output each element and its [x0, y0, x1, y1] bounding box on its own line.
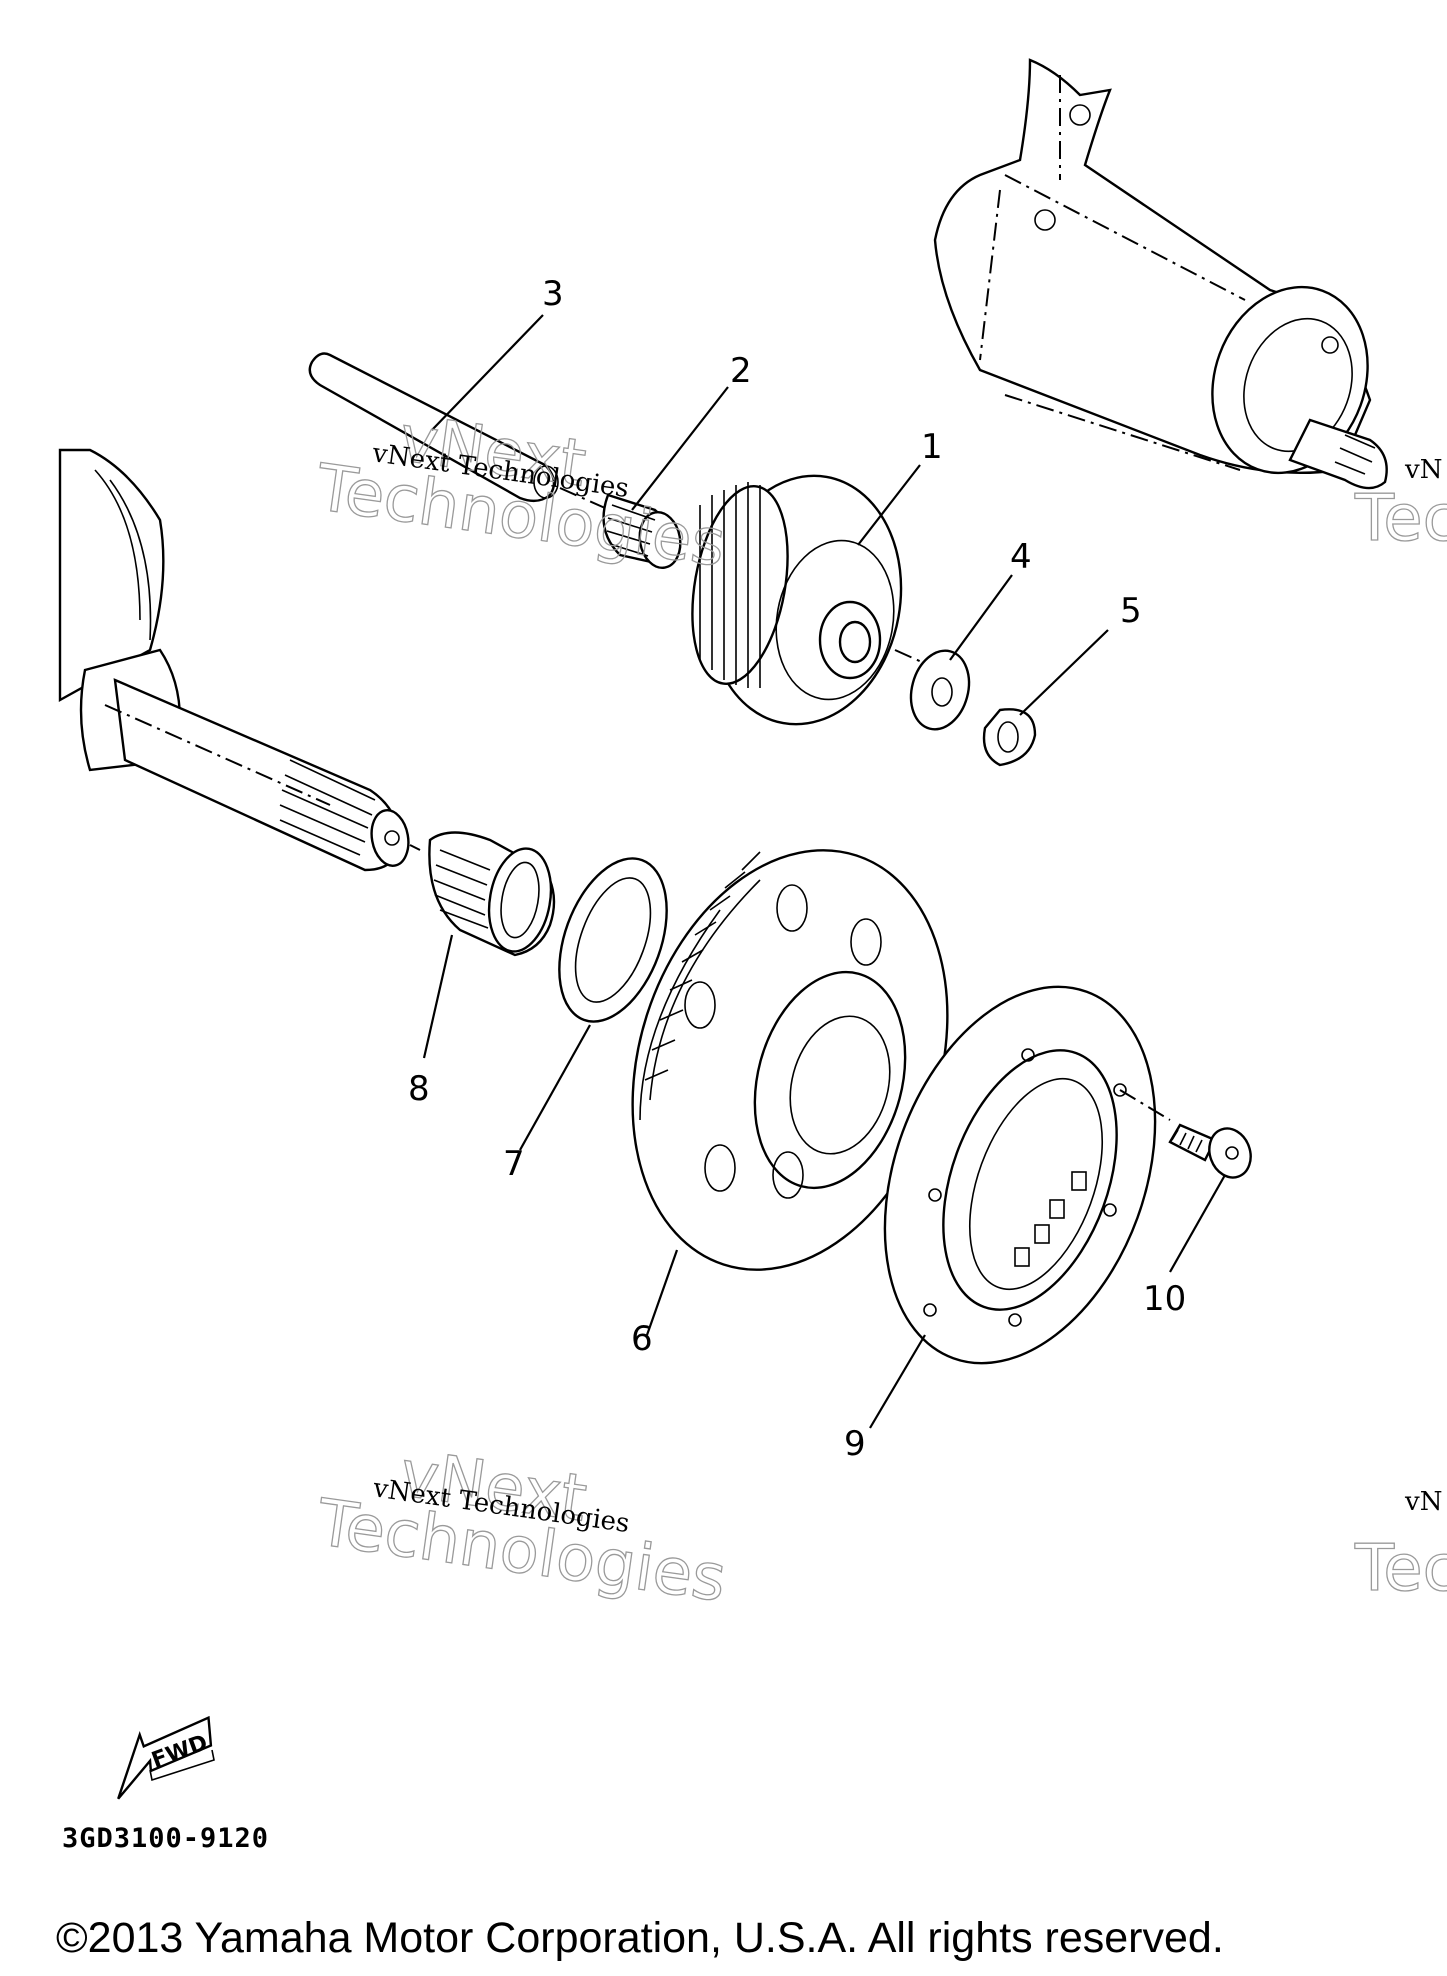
part-10-bolt — [1119, 1089, 1252, 1179]
watermark-edge-bottom: vN Tec — [1353, 1487, 1447, 1607]
callout-6: 6 — [631, 1319, 653, 1359]
fwd-arrow-icon: FWD — [117, 1715, 215, 1800]
watermark-bottom: vNext Technologies vNext Technologies — [311, 1437, 731, 1618]
part-1-idle-gear — [691, 474, 936, 726]
callout-8: 8 — [408, 1069, 430, 1109]
callout-1: 1 — [921, 427, 943, 467]
part-4-washer — [909, 649, 971, 731]
callout-4: 4 — [1010, 537, 1032, 577]
watermark-edge-top: vN Tec — [1353, 455, 1447, 557]
diagram-code: 3GD3100-9120 — [62, 1823, 270, 1854]
starter-motor — [933, 58, 1388, 490]
watermark-edge-small: vN — [1404, 455, 1442, 485]
callout-9: 9 — [844, 1424, 866, 1464]
watermark-top: vNext Technologies vNext Technologies — [311, 402, 731, 583]
watermark-edge-big-2: Tec — [1354, 1532, 1447, 1606]
part-8-needle-bearing — [428, 831, 556, 957]
callout-2: 2 — [730, 351, 752, 391]
watermark-edge-small-2: vN — [1404, 1487, 1442, 1517]
part-7-washer — [558, 857, 668, 1023]
leader-lines — [422, 314, 1226, 1429]
part-5-circlip — [982, 708, 1037, 767]
part-3-shaft — [308, 352, 606, 509]
callout-3: 3 — [542, 274, 564, 314]
callout-7: 7 — [503, 1144, 525, 1184]
part-2-needle-bearing — [602, 493, 682, 569]
callout-10: 10 — [1143, 1279, 1186, 1319]
crankshaft — [58, 448, 421, 872]
copyright-notice: ©2013 Yamaha Motor Corporation, U.S.A. A… — [56, 1914, 1224, 1962]
callout-5: 5 — [1120, 591, 1142, 631]
watermark-edge-big: Tec — [1354, 482, 1447, 556]
callouts: 3 2 1 4 5 8 7 6 10 9 — [408, 274, 1186, 1464]
part-6-starter-wheel-gear — [631, 849, 949, 1271]
part-9-one-way-clutch — [883, 985, 1157, 1365]
